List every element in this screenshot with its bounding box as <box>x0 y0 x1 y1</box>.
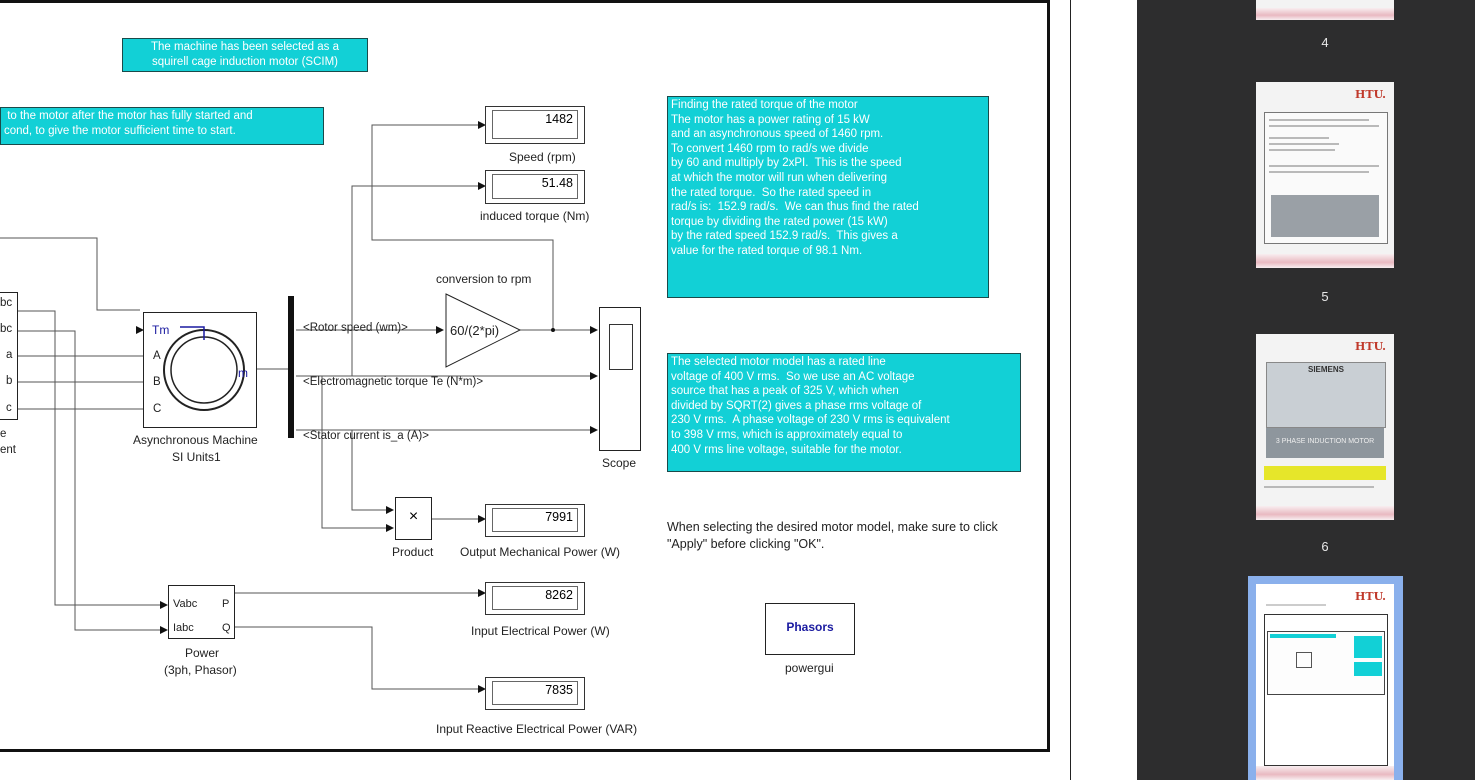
panel-divider <box>1070 0 1071 780</box>
motor-photo-caption: 3 PHASE INDUCTION MOTOR <box>1275 438 1375 445</box>
electrical-power-display[interactable]: 8262 <box>485 582 585 615</box>
gain-title: conversion to rpm <box>436 272 532 286</box>
page-thumbnail-selected[interactable]: HTU. <box>1256 584 1394 780</box>
reactive-power-value: 7835 <box>492 681 578 705</box>
scope-label: Scope <box>602 456 637 470</box>
page-number: 6 <box>1321 539 1329 554</box>
motor-photo: 3 PHASE INDUCTION MOTOR <box>1266 428 1384 458</box>
left-block-label: ent <box>0 444 16 456</box>
power-block-label: Power <box>185 646 220 660</box>
gain-block[interactable] <box>444 292 524 370</box>
signal-rotor-speed: <Rotor speed (wm)> <box>303 322 408 334</box>
siemens-header: SIEMENS <box>1307 365 1344 374</box>
htu-logo-icon: HTU. <box>1355 88 1386 101</box>
product-label: Product <box>392 545 434 559</box>
page-thumbnail[interactable] <box>1256 0 1394 20</box>
page-thumbnails-panel[interactable]: 4 HTU. 5 HTU. SIEMENS 3 PHASE INDUCTION … <box>1137 0 1475 780</box>
left-port-label: a <box>6 349 13 361</box>
mini-diagram <box>1267 631 1385 695</box>
voltage-measurement-block[interactable] <box>0 292 18 420</box>
page-number: 5 <box>1321 289 1329 304</box>
left-port-label: bc <box>0 297 13 309</box>
product-block[interactable]: × <box>395 497 432 540</box>
speed-value: 1482 <box>492 110 578 139</box>
note-rated-torque: Finding the rated torque of the motor Th… <box>667 96 989 298</box>
page-thumbnail[interactable]: HTU. SIEMENS 3 PHASE INDUCTION MOTOR <box>1256 334 1394 520</box>
port-c-label: C <box>153 403 162 415</box>
signal-em-torque: <Electromagnetic torque Te (N*m)> <box>303 376 484 388</box>
nameplate-photo <box>1271 195 1379 237</box>
document-page: The machine has been selected as a squir… <box>0 0 1050 752</box>
instruction-text: When selecting the desired motor model, … <box>667 520 998 551</box>
electrical-power-value: 8262 <box>492 586 578 610</box>
port-tm-label: Tm <box>152 323 170 337</box>
signal-wires <box>0 121 598 693</box>
port-b-label: B <box>153 376 161 388</box>
htu-logo-icon: HTU. <box>1355 590 1386 603</box>
powergui-block[interactable]: Phasors <box>765 603 855 655</box>
gain-expression: 60/(2*pi) <box>450 323 500 338</box>
electrical-power-label: Input Electrical Power (W) <box>471 624 610 638</box>
port-p-label: P <box>222 598 230 610</box>
reactive-power-label: Input Reactive Electrical Power (VAR) <box>436 722 638 736</box>
note-scim-selection: The machine has been selected as a squir… <box>122 38 368 72</box>
simulink-diagram-frame <box>0 0 1050 752</box>
highlighted-text <box>1264 466 1386 480</box>
mechanical-power-display[interactable]: 7991 <box>485 504 585 537</box>
powergui-mode: Phasors <box>786 620 834 634</box>
speed-label: Speed (rpm) <box>509 150 576 164</box>
signal-stator-current: <Stator current is_a (A)> <box>303 430 429 442</box>
product-symbol: × <box>408 508 419 525</box>
motor-icon <box>163 326 245 411</box>
htu-logo-icon: HTU. <box>1355 340 1386 353</box>
note-motor-start: to the motor after the motor has fully s… <box>0 107 324 145</box>
port-vabc-label: Vabc <box>173 598 198 610</box>
port-q-label: Q <box>222 622 231 634</box>
torque-display[interactable]: 51.48 <box>485 170 585 204</box>
mechanical-power-label: Output Mechanical Power (W) <box>460 545 621 559</box>
left-port-label: bc <box>0 323 13 335</box>
mechanical-power-value: 7991 <box>492 508 578 532</box>
scope-block[interactable] <box>599 307 641 451</box>
powergui-label: powergui <box>785 661 834 675</box>
torque-value: 51.48 <box>492 174 578 199</box>
left-block-label: e <box>0 428 7 440</box>
torque-label: induced torque (Nm) <box>480 209 590 223</box>
left-port-label: c <box>6 402 12 414</box>
page-thumbnail[interactable]: HTU. <box>1256 82 1394 268</box>
page-number: 4 <box>1321 35 1329 50</box>
machine-label: Asynchronous Machine <box>133 433 258 447</box>
left-port-label: b <box>6 375 13 387</box>
reactive-power-display[interactable]: 7835 <box>485 677 585 710</box>
scope-screen-icon <box>609 324 633 370</box>
power-3ph-block[interactable] <box>168 585 235 639</box>
asynchronous-machine-block[interactable] <box>143 312 257 428</box>
speed-display[interactable]: 1482 <box>485 106 585 144</box>
port-a-label: A <box>153 350 161 362</box>
note-line-voltage: The selected motor model has a rated lin… <box>667 353 1021 472</box>
machine-sublabel: SI Units1 <box>172 450 221 464</box>
power-block-sublabel: (3ph, Phasor) <box>164 663 237 677</box>
port-m-label: m <box>238 366 248 380</box>
port-iabc-label: Iabc <box>173 622 194 634</box>
nameplate-photo: SIEMENS <box>1266 362 1386 428</box>
